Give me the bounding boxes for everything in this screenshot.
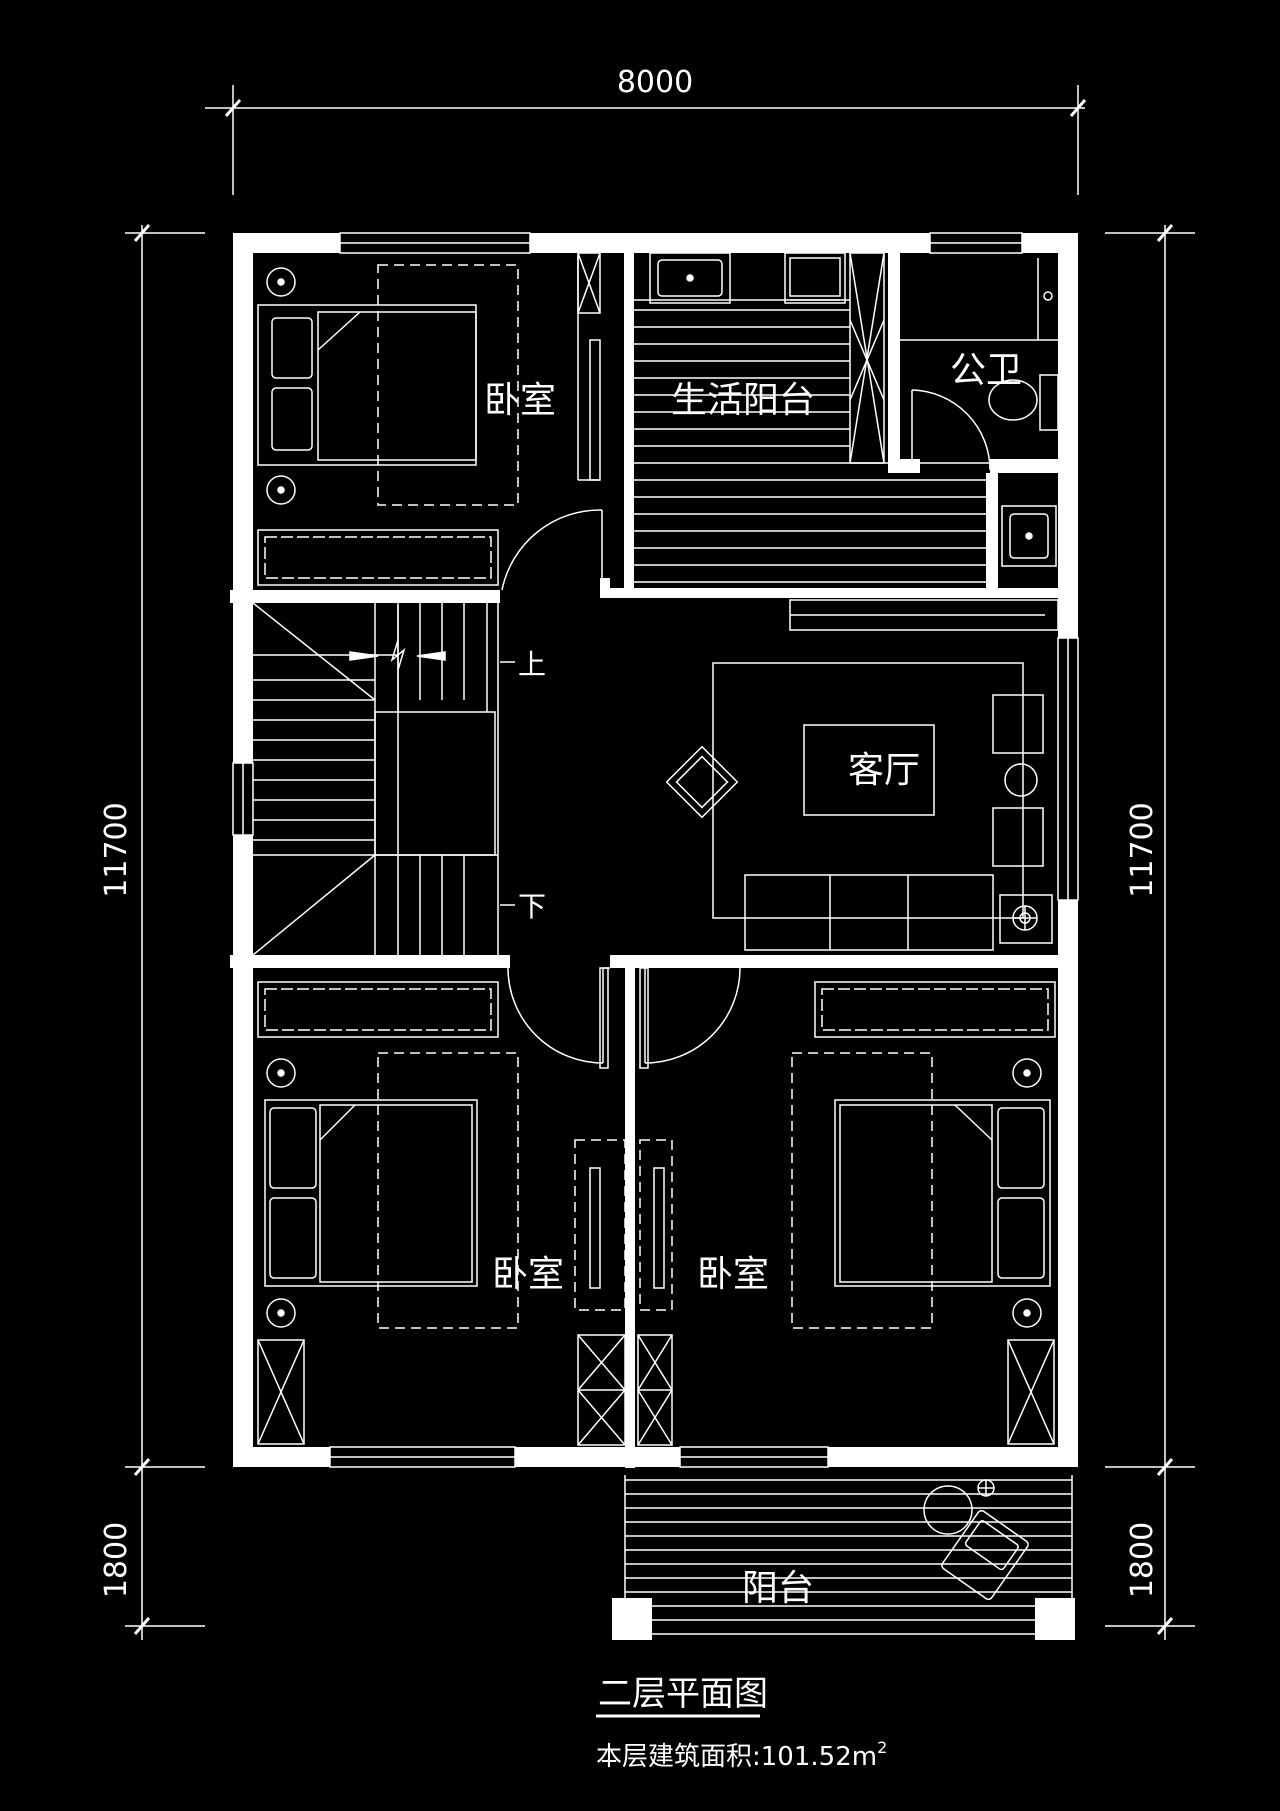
room-label-utility-balcony: 生活阳台 bbox=[671, 380, 815, 421]
balcony-floor bbox=[624, 1475, 1073, 1640]
stair-down-label: 下 bbox=[518, 890, 546, 923]
stair-up-label: 上 bbox=[518, 648, 546, 681]
dimension-left-balcony-label: 1800 bbox=[99, 1522, 134, 1598]
living-room-furniture bbox=[665, 599, 1059, 951]
room-label-bedroom-bottom-right: 卧室 bbox=[697, 1254, 769, 1295]
door-swing bbox=[644, 967, 741, 1064]
lounge-chair-icon bbox=[941, 1509, 1029, 1601]
room-label-bedroom-top-left: 卧室 bbox=[484, 380, 556, 421]
bedroom-bottom-right-furniture bbox=[637, 981, 1056, 1446]
dimension-lines bbox=[125, 85, 1195, 1640]
utility-balcony-floor bbox=[630, 299, 990, 583]
door-swing bbox=[507, 967, 604, 1064]
walls bbox=[230, 233, 1078, 1640]
public-bath-fixtures bbox=[900, 258, 1059, 567]
room-label-public-bath: 公卫 bbox=[950, 350, 1022, 391]
plan-title: 二层平面图 bbox=[598, 1674, 768, 1714]
door-swing bbox=[501, 509, 603, 591]
dimension-right-balcony-label: 1800 bbox=[1125, 1522, 1160, 1598]
room-label-living-room: 客厅 bbox=[848, 750, 920, 791]
dimension-left-main-label: 11700 bbox=[99, 802, 134, 897]
bedroom-bottom-left-furniture bbox=[257, 981, 626, 1446]
door-swing bbox=[911, 389, 991, 471]
utility-balcony-fixtures bbox=[649, 252, 991, 471]
bedroom-top-left-furniture bbox=[257, 252, 601, 586]
dimension-right-main-label: 11700 bbox=[1125, 802, 1160, 897]
dimension-top-label: 8000 bbox=[617, 65, 693, 100]
floor-area: 本层建筑面积:101.52m2 bbox=[596, 1738, 887, 1772]
room-label-balcony: 阳台 bbox=[742, 1568, 814, 1609]
room-label-bedroom-bottom-left: 卧室 bbox=[492, 1254, 564, 1295]
windows bbox=[232, 232, 1079, 1468]
staircase bbox=[252, 602, 515, 956]
